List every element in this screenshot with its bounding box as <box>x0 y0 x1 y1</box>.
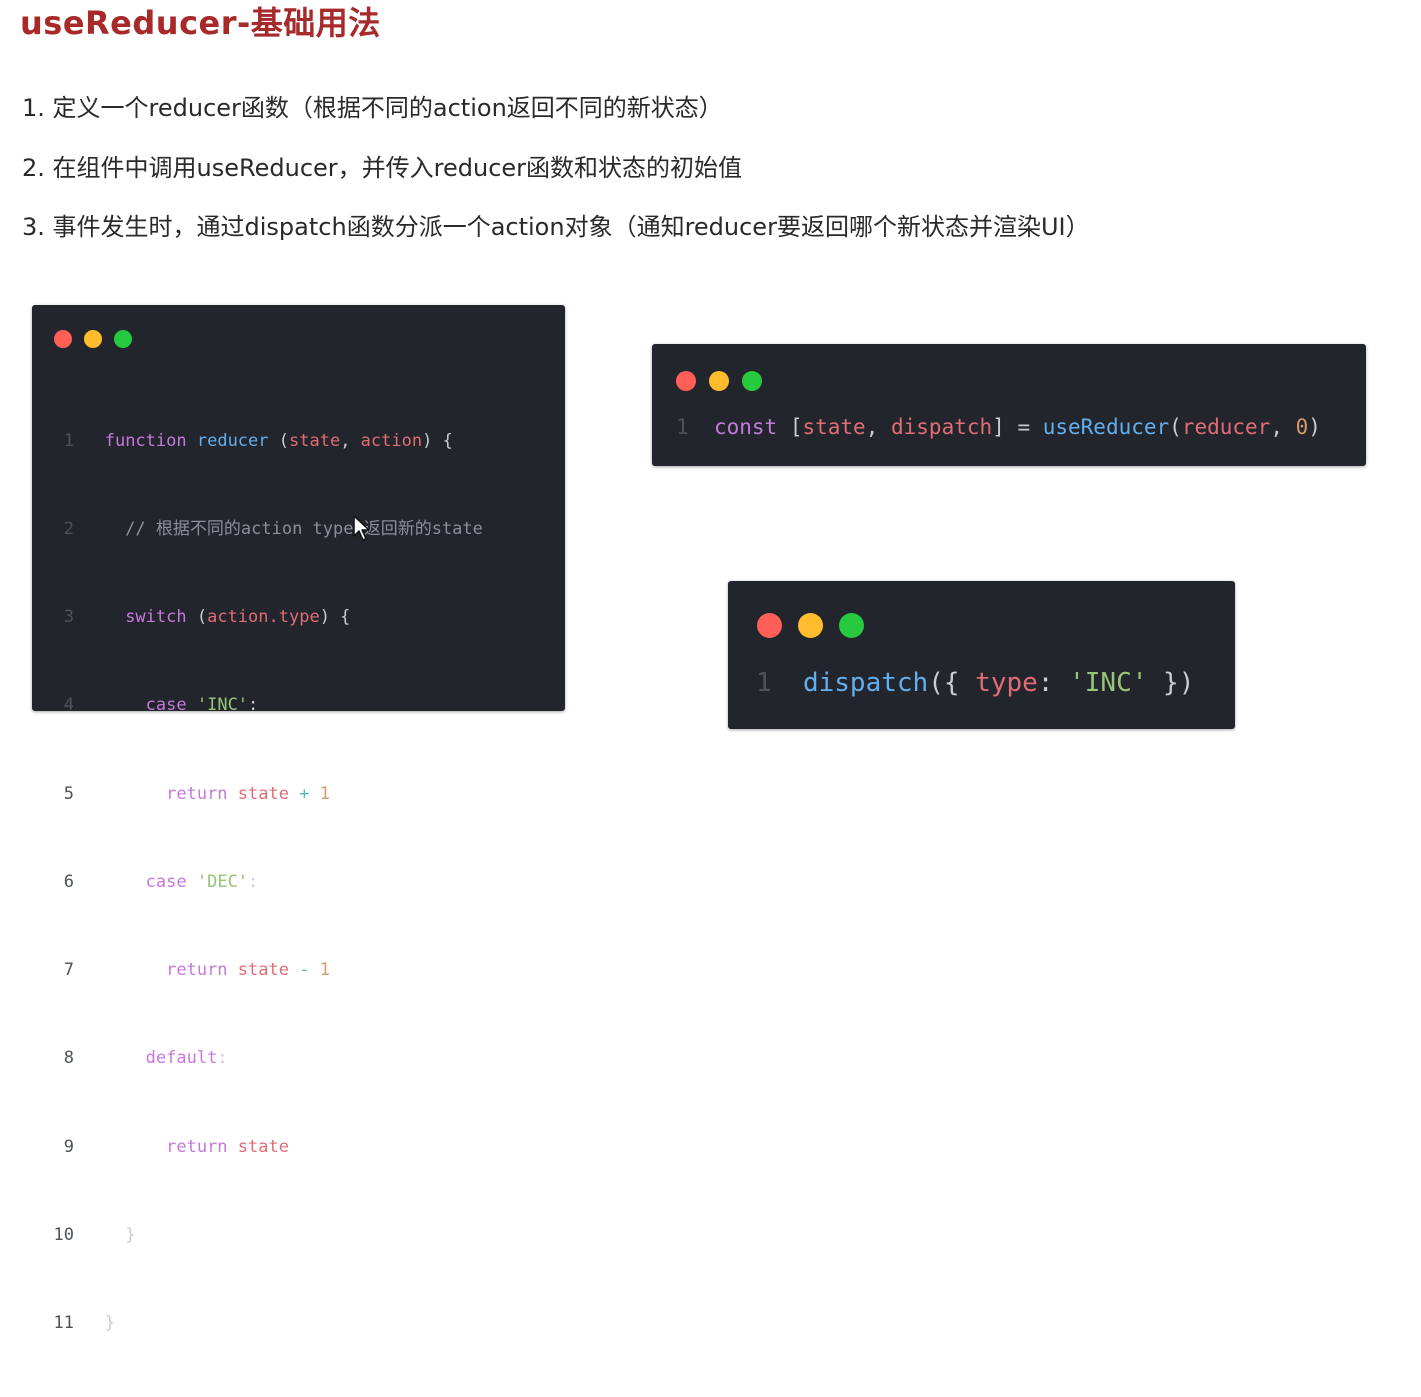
close-dot-icon <box>676 371 696 391</box>
punctuation-token: ) { <box>422 430 453 451</box>
comment-token: // 根据不同的action type 返回新的state <box>125 519 483 540</box>
keyword-token: return <box>166 1136 228 1157</box>
step-1-text: 1. 定义一个reducer函数（根据不同的action返回不同的新状态） <box>22 94 723 122</box>
line-number: 3 <box>63 607 74 628</box>
window-controls <box>54 330 132 348</box>
code-line: 2 // 根据不同的action type 返回新的state <box>50 515 483 544</box>
punctuation-token: ({ <box>928 668 976 698</box>
keyword-token: const <box>713 415 778 439</box>
punctuation-token: ( <box>1169 415 1182 439</box>
keyword-token: return <box>166 783 228 804</box>
use-reducer-code-window: 1 const [state, dispatch] = useReducer(r… <box>652 344 1366 466</box>
line-number: 7 <box>63 960 74 981</box>
keyword-token: return <box>166 960 228 981</box>
keyword-token: case <box>145 695 187 716</box>
punctuation-token: , <box>1270 415 1296 439</box>
code-line: 9 return state <box>50 1133 483 1162</box>
operator-token: + <box>299 783 310 804</box>
punctuation-token: ( <box>186 607 208 628</box>
function-name-token: useReducer <box>1042 415 1170 439</box>
code-line: 3 switch (action.type) { <box>50 603 483 632</box>
punctuation-token: } <box>125 1224 136 1245</box>
line-number: 10 <box>53 1224 74 1245</box>
variable-token: state <box>802 415 866 439</box>
variable-token: state <box>237 783 289 804</box>
line-number: 9 <box>63 1136 74 1157</box>
number-token: 1 <box>319 783 330 804</box>
param-token: state <box>289 430 341 451</box>
code-line: 11 } <box>50 1309 483 1338</box>
minimize-dot-icon <box>798 613 823 638</box>
punctuation-token: }) <box>1147 668 1195 698</box>
line-number: 1 <box>756 668 772 698</box>
punctuation-token: ] = <box>992 415 1043 439</box>
punctuation-token: , <box>340 430 361 451</box>
mouse-pointer-icon <box>353 515 370 541</box>
variable-token: dispatch <box>891 415 993 439</box>
maximize-dot-icon <box>839 613 864 638</box>
line-number: 5 <box>63 783 74 804</box>
step-3-text: 3. 事件发生时，通过dispatch函数分派一个action对象（通知redu… <box>22 213 1090 241</box>
number-token: 0 <box>1295 415 1309 439</box>
string-token: 'INC' <box>196 695 249 716</box>
code-line: 4 case 'INC': <box>50 691 483 720</box>
punctuation-token: , <box>865 415 891 439</box>
keyword-token: function <box>104 430 187 451</box>
punctuation-token: : <box>217 1048 228 1069</box>
variable-token: state <box>237 960 289 981</box>
param-token: action <box>360 430 423 451</box>
code-line: 8 default: <box>50 1044 483 1073</box>
window-controls <box>676 371 762 391</box>
property-token: type <box>975 668 1038 698</box>
reducer-code-window: 1 function reducer (state, action) { 2 /… <box>32 305 565 1333</box>
punctuation-token: ) { <box>319 607 351 628</box>
code-line: 1 function reducer (state, action) { <box>50 427 483 456</box>
line-number: 1 <box>63 430 74 451</box>
variable-token: state <box>237 1136 289 1157</box>
maximize-dot-icon <box>114 330 132 348</box>
line-number: 4 <box>63 695 74 716</box>
function-name-token: dispatch <box>802 668 929 698</box>
step-2-text: 2. 在组件中调用useReducer，并传入reducer函数和状态的初始值 <box>22 154 743 182</box>
use-reducer-code-line: 1 const [state, dispatch] = useReducer(r… <box>676 412 1321 442</box>
minimize-dot-icon <box>84 330 102 348</box>
reducer-code-block: 1 function reducer (state, action) { 2 /… <box>50 368 483 1397</box>
line-number: 1 <box>676 415 689 439</box>
string-token: 'INC' <box>1069 668 1148 698</box>
window-controls <box>757 613 864 638</box>
code-line: 7 return state - 1 <box>50 956 483 985</box>
line-number: 6 <box>63 871 74 892</box>
string-token: 'DEC' <box>196 871 249 892</box>
keyword-token: default <box>145 1048 218 1069</box>
punctuation-token: : <box>248 695 259 716</box>
keyword-token: switch <box>125 607 187 628</box>
punctuation-token: ( <box>268 430 289 451</box>
minimize-dot-icon <box>709 371 729 391</box>
property-token: action.type <box>207 607 320 628</box>
operator-token: - <box>299 960 310 981</box>
code-line: 5 return state + 1 <box>50 780 483 809</box>
dispatch-code-line: 1 dispatch({ type: 'INC' }) <box>756 665 1194 701</box>
punctuation-token: [ <box>789 415 803 439</box>
line-number: 8 <box>63 1048 74 1069</box>
number-token: 1 <box>319 960 330 981</box>
maximize-dot-icon <box>742 371 762 391</box>
line-number: 2 <box>63 519 74 540</box>
code-line: 6 case 'DEC': <box>50 868 483 897</box>
punctuation-token: } <box>104 1313 115 1333</box>
punctuation-token: ) <box>1308 415 1321 439</box>
dispatch-code-window: 1 dispatch({ type: 'INC' }) <box>728 581 1235 729</box>
slide-title: useReducer-基础用法 <box>20 4 381 42</box>
function-name-token: reducer <box>196 430 269 451</box>
close-dot-icon <box>54 330 72 348</box>
line-number: 11 <box>53 1313 74 1333</box>
variable-token: reducer <box>1181 415 1271 439</box>
punctuation-token: : <box>1037 668 1070 698</box>
punctuation-token: : <box>248 871 259 892</box>
code-line: 10 } <box>50 1221 483 1250</box>
close-dot-icon <box>757 613 782 638</box>
keyword-token: case <box>145 871 187 892</box>
